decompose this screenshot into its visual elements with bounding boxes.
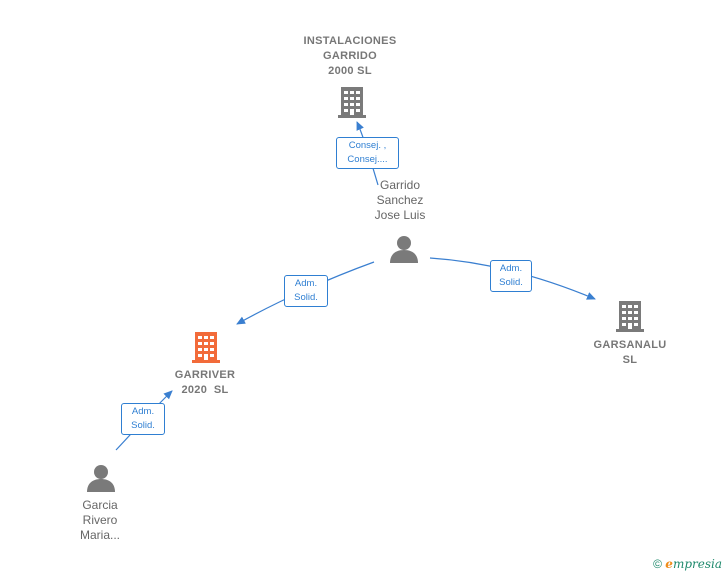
relation-line: Solid. [131,420,155,431]
label-line: 2020 SL [181,384,229,396]
label-line: INSTALACIONES [303,35,397,47]
person-label-garcia[interactable]: Garcia Rivero Maria... [50,498,150,543]
label-line: Rivero [82,513,118,527]
person-label-garrido[interactable]: Garrido Sanchez Jose Luis [350,178,450,223]
label-line: Sanchez [376,193,424,207]
relation-badge-adm-solid[interactable]: Adm. Solid. [284,275,328,307]
building-icon[interactable] [337,85,367,119]
relation-line: Solid. [499,277,523,288]
relation-badge-adm-solid[interactable]: Adm. Solid. [121,403,165,435]
label-line: SL [622,354,638,366]
company-label-garsanalu[interactable]: GARSANALU SL [580,338,680,368]
person-icon[interactable] [86,463,116,493]
copyright-icon: © [653,557,662,571]
relation-line: Adm. [499,263,523,274]
relation-line: Consej. , [348,140,387,151]
company-label-garriver[interactable]: GARRIVER 2020 SL [155,368,255,398]
label-line: Jose Luis [374,208,426,222]
company-label-instalaciones[interactable]: INSTALACIONES GARRIDO 2000 SL [290,34,410,79]
brand-footer: © empresia [653,557,722,571]
relation-line: Adm. [294,278,318,289]
relation-line: Solid. [294,292,318,303]
label-line: GARRIDO [322,50,378,62]
person-icon[interactable] [389,234,419,264]
relation-line: Consej.... [347,154,388,165]
relation-line: Adm. [131,406,155,417]
relation-badge-adm-solid[interactable]: Adm. Solid. [490,260,532,292]
brand-logo: empresia [665,557,722,571]
building-icon[interactable] [615,299,645,333]
label-line: Maria... [79,528,120,542]
label-line: Garrido [379,178,420,192]
label-line: GARRIVER [174,369,236,381]
relation-badge-consejero[interactable]: Consej. , Consej.... [336,137,399,169]
label-line: 2000 SL [328,65,372,77]
label-line: GARSANALU [593,339,667,351]
building-icon[interactable] [191,330,221,364]
label-line: Garcia [82,498,118,512]
